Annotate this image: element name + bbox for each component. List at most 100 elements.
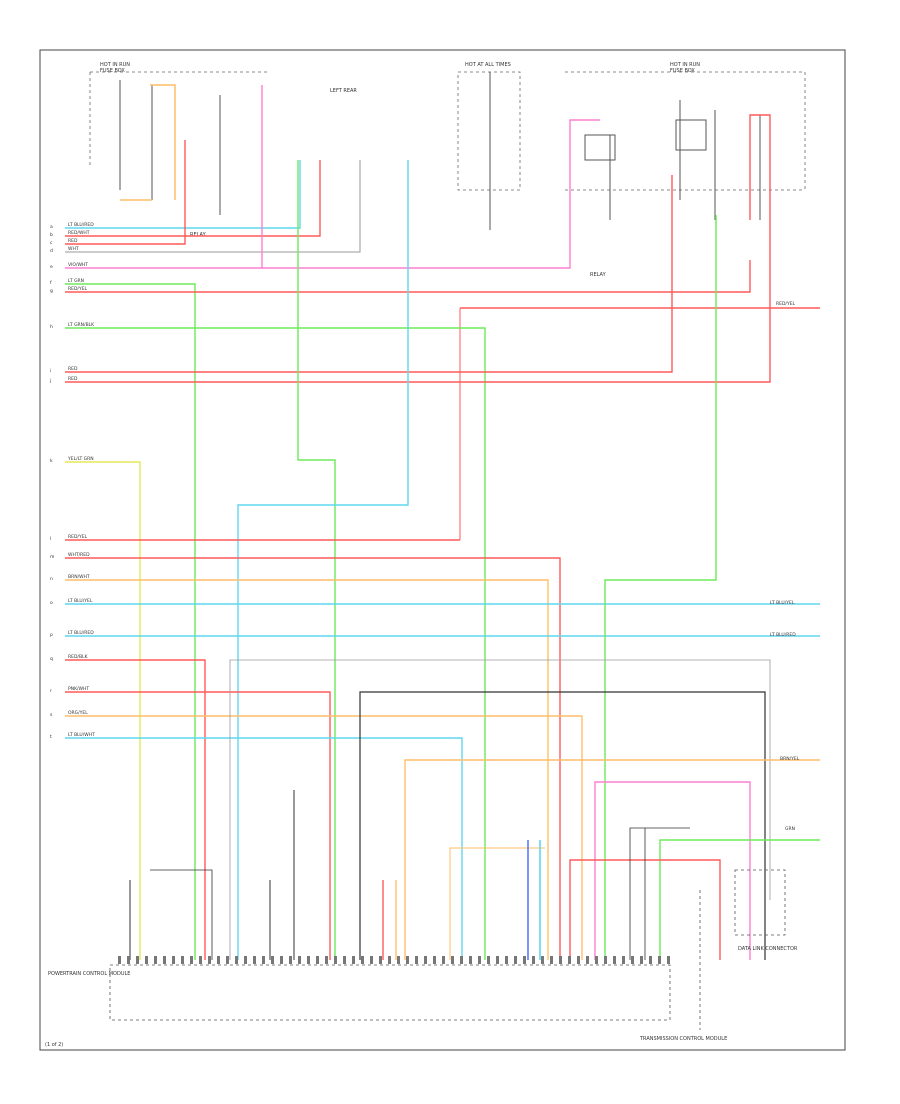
- wire-dark-loop: [359, 691, 766, 960]
- connector-pin: [496, 956, 499, 964]
- connector-pins: [118, 956, 670, 964]
- wire-label-6: LT GRN: [68, 278, 84, 284]
- connector-pin: [559, 956, 562, 964]
- wires: [65, 85, 820, 960]
- wire-marker-17: q: [50, 657, 53, 662]
- wire-red-wht-top: [65, 160, 321, 237]
- top-components: [119, 72, 761, 230]
- connector-pin: [604, 956, 607, 964]
- connector-pin: [370, 956, 373, 964]
- wire-label-20: LT BLU/WHT: [68, 732, 95, 738]
- connector-pin: [460, 956, 463, 964]
- connector-pin: [307, 956, 310, 964]
- connector-pin: [181, 956, 184, 964]
- wire-vio-wht-top: [65, 85, 263, 269]
- wire-marker-20: t: [50, 734, 52, 740]
- connector-pin: [568, 956, 571, 964]
- label-fuse-box-left: FUSE BOX: [100, 68, 125, 74]
- top-labels: HOT IN RUN FUSE BOX LEFT REAR HOT AT ALL…: [100, 62, 700, 278]
- wire-wht-red: [65, 557, 561, 960]
- wire-label-13: WHT/RED: [68, 552, 90, 558]
- connector-pin: [415, 956, 418, 964]
- wire-label-16: LT BLU/RED: [68, 630, 94, 636]
- wire-label-2: RED/WHT: [68, 230, 90, 236]
- wire-marker-15: o: [50, 601, 53, 606]
- connector-pin: [451, 956, 454, 964]
- connector-pin: [577, 956, 580, 964]
- connector-pin: [514, 956, 517, 964]
- wire-marker-14: n: [50, 577, 53, 582]
- wire-marker-11: k: [50, 458, 53, 464]
- label-pcm: POWERTRAIN CONTROL MODULE: [48, 971, 130, 977]
- connector-pin: [298, 956, 301, 964]
- label-hot-at-all-times: HOT AT ALL TIMES: [465, 62, 511, 68]
- right-label-3: LT BLU/RED: [770, 632, 796, 638]
- wire-brn-yel: [404, 759, 820, 960]
- connector-pin: [397, 956, 400, 964]
- wire-label-12: RED/YEL: [68, 534, 88, 540]
- wire-grn-tcm: [604, 215, 717, 960]
- wire-lt-grn-blk: [65, 327, 486, 960]
- wire-red-top: [65, 140, 186, 245]
- connector-pin: [190, 956, 193, 964]
- connector-pin: [658, 956, 661, 964]
- bottom-modules: [109, 869, 786, 1030]
- connector-pin: [163, 956, 166, 964]
- connector-pin: [478, 956, 481, 964]
- wire-marker-18: r: [50, 688, 52, 694]
- wire-label-8: LT GRN/BLK: [68, 322, 95, 328]
- wire-label-11: YEL/LT GRN: [67, 456, 94, 462]
- connector-pin: [262, 956, 265, 964]
- wire-gray-loop: [229, 659, 771, 960]
- wire-marker-10: j: [49, 378, 51, 384]
- connector-pin: [613, 956, 616, 964]
- connector-pin: [649, 956, 652, 964]
- wire-pcm-mid: [150, 869, 213, 960]
- right-wire-labels: RED/YEL LT BLU/YEL LT BLU/RED BRN/YEL GR…: [770, 301, 800, 832]
- connector-pin: [145, 956, 148, 964]
- connector-pin: [442, 956, 445, 964]
- connector-pin: [352, 956, 355, 964]
- right-label-2: LT BLU/YEL: [770, 600, 795, 606]
- wire-marker-19: s: [50, 713, 53, 718]
- wire-label-19: ORG/YEL: [68, 710, 88, 716]
- wire-lt-blu-red-top: [65, 160, 301, 229]
- wire-marker-4: d: [50, 248, 53, 254]
- connector-pin: [208, 956, 211, 964]
- wire-red-blk: [65, 659, 206, 960]
- label-dlc: DATA LINK CONNECTOR: [738, 946, 798, 952]
- wire-label-3: RED: [68, 238, 78, 244]
- connector-pin: [199, 956, 202, 964]
- wire-marker-16: p: [50, 633, 53, 638]
- wire-lt-grn-vertical: [297, 160, 336, 960]
- right-label-4: BRN/YEL: [780, 756, 800, 762]
- connector-pin: [388, 956, 391, 964]
- wire-red-yel-top: [65, 260, 751, 293]
- wire-marker-8: h: [50, 324, 53, 330]
- wire-marker-13: m: [50, 555, 54, 560]
- connector-pin: [469, 956, 472, 964]
- label-tcm: TRANSMISSION CONTROL MODULE: [639, 1036, 727, 1042]
- connector-pin: [289, 956, 292, 964]
- connector-pin: [244, 956, 247, 964]
- wire-grn-right: [659, 839, 820, 960]
- connector-pin: [406, 956, 409, 964]
- connector-pin: [361, 956, 364, 964]
- connector-pin: [127, 956, 130, 964]
- connector-pin: [595, 956, 598, 964]
- wire-red-2: [65, 114, 771, 383]
- connector-pin: [640, 956, 643, 964]
- wire-label-1: LT BLU/RED: [68, 222, 94, 228]
- label-left-rear: LEFT REAR: [330, 88, 357, 94]
- label-fuse-box-right: FUSE BOX: [670, 68, 695, 74]
- label-relay-right: RELAY: [590, 272, 607, 278]
- connector-pin: [343, 956, 346, 964]
- connector-pin: [424, 956, 427, 964]
- wire-label-4: WHT: [68, 246, 79, 252]
- connector-pin: [523, 956, 526, 964]
- wire-label-9: RED: [68, 366, 78, 372]
- wire-lt-grn-main: [65, 283, 196, 960]
- dlc-box: [734, 869, 786, 936]
